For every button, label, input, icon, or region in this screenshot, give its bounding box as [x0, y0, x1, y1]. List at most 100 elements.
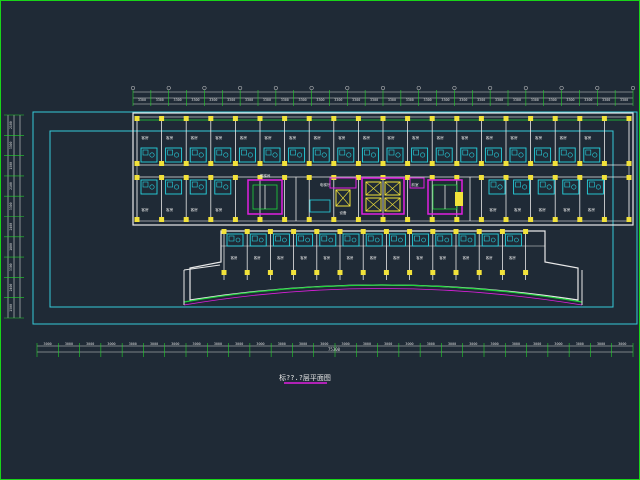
bathroom-fixture	[165, 147, 183, 163]
room-labels: 客房客房客房客房客房客房客房客房客房客房客房客房客房客房客房客房客房客房客房客房…	[141, 135, 595, 260]
column	[282, 116, 288, 121]
column	[577, 175, 583, 180]
column	[405, 175, 411, 180]
top-dim-label: 3300	[156, 98, 164, 102]
column	[355, 116, 361, 121]
top-dim-label: 3300	[209, 98, 217, 102]
room-label-north: 客房	[510, 135, 518, 140]
toilet	[413, 149, 419, 156]
axis-bubble	[166, 85, 171, 91]
bathroom-fixture	[189, 179, 207, 195]
toilet	[511, 149, 518, 156]
bathroom-fixture	[583, 147, 601, 163]
toilet	[167, 149, 173, 156]
basin	[297, 152, 303, 158]
shaft-small	[335, 189, 351, 207]
bathroom-fixture	[214, 147, 232, 163]
top-dim-label: 3300	[138, 98, 146, 102]
column	[183, 116, 189, 121]
column	[453, 270, 459, 275]
room-label-mid: 客房	[563, 207, 571, 212]
room-label-mid: 客房	[215, 207, 223, 212]
basin	[469, 152, 475, 158]
basin	[258, 237, 264, 243]
top-dim-label: 3300	[281, 98, 289, 102]
basin	[305, 237, 310, 243]
axis-bubble	[452, 85, 457, 91]
column	[314, 229, 320, 234]
room-label-mid: 客房	[539, 207, 547, 212]
column	[183, 175, 189, 180]
top-dim-label: 3300	[334, 98, 342, 102]
top-dim-label: 3300	[299, 98, 307, 102]
room-label-south: 客房	[231, 255, 238, 260]
axis-bubble	[130, 85, 136, 91]
room-label-north: 客房	[289, 135, 297, 140]
top-dim-label: 3300	[566, 98, 574, 102]
top-dimension-labels: 3300 3300 3300 3300 3300 3300 3300 3300 3300 3300…	[130, 85, 636, 106]
bottom-dim-label: 3000	[597, 342, 605, 346]
column	[499, 229, 505, 234]
column	[478, 175, 484, 180]
column	[454, 175, 460, 180]
room-partitions	[136, 120, 630, 280]
bottom-dim-label: 3000	[214, 342, 222, 346]
bathroom-fixture	[562, 179, 580, 195]
basin	[351, 237, 357, 243]
toilet	[216, 149, 223, 156]
bathroom-fixture	[312, 147, 330, 163]
basin	[174, 184, 180, 190]
column	[528, 175, 534, 180]
basin	[398, 237, 403, 243]
top-dim-label: 3300	[549, 98, 557, 102]
column	[577, 161, 583, 166]
top-dim-label: 3300	[245, 98, 253, 102]
bathroom-fixture	[140, 179, 158, 195]
column	[503, 116, 509, 121]
column	[454, 217, 460, 222]
bathroom-fixture	[558, 147, 576, 163]
toilet	[275, 235, 281, 242]
room-label-south: 客房	[323, 255, 330, 260]
bathroom-fixture	[140, 147, 158, 163]
toilet	[507, 235, 513, 242]
elevator-shafts	[361, 177, 405, 215]
column	[282, 217, 288, 222]
toilet	[536, 149, 542, 156]
toilet	[414, 235, 420, 242]
top-dim-label: 3300	[316, 98, 324, 102]
bottom-dim-label: 3000	[448, 342, 456, 346]
bottom-dim-label: 3000	[256, 342, 264, 346]
basin	[198, 152, 204, 158]
south-wing	[183, 230, 583, 306]
column	[355, 175, 361, 180]
column	[306, 175, 312, 180]
room-label-mid: 客房	[191, 207, 199, 212]
top-dim-label: 3300	[352, 98, 360, 102]
room-label-north: 客房	[338, 135, 346, 140]
toilet	[437, 149, 444, 156]
bottom-dim-label: 3000	[491, 342, 499, 346]
basin	[467, 237, 473, 243]
basin	[282, 237, 287, 243]
column	[430, 229, 436, 234]
toilet	[388, 149, 395, 156]
left-dim-label: 3300	[9, 263, 13, 271]
column	[552, 217, 558, 222]
axis-bubble	[595, 85, 600, 91]
column	[282, 175, 288, 180]
room-label-north: 客房	[141, 135, 149, 140]
bottom-dim-label: 3000	[278, 342, 286, 346]
column	[552, 161, 558, 166]
structural-columns	[134, 116, 632, 275]
core-label: 楼梯间	[260, 173, 271, 178]
basin	[421, 237, 426, 243]
bathroom-fixture	[586, 179, 604, 195]
toilet	[167, 181, 173, 188]
column	[626, 161, 632, 166]
bottom-dim-label: 3000	[469, 342, 477, 346]
top-dim-label: 3300	[513, 98, 521, 102]
room-label-mid: 客房	[588, 207, 596, 212]
room-label-north: 客房	[560, 135, 568, 140]
